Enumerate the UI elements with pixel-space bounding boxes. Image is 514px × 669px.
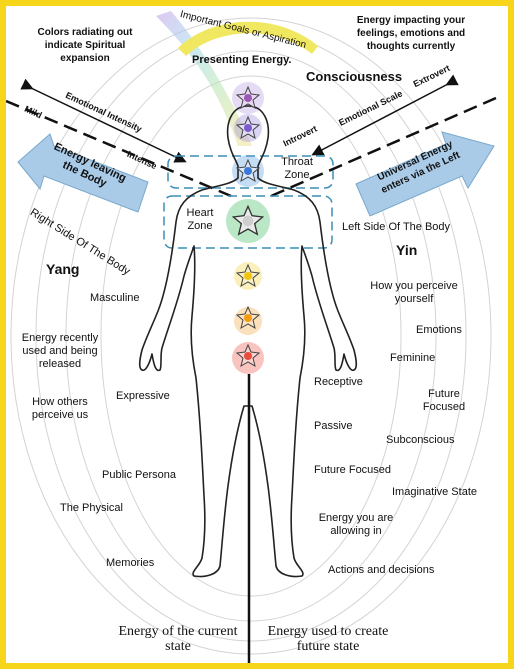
crown-chakra-icon bbox=[236, 86, 260, 110]
public-persona-label: Public Persona bbox=[102, 469, 176, 481]
emotional-intensity-arrow bbox=[20, 78, 187, 163]
masculine-label: Masculine bbox=[90, 292, 140, 304]
sacral-chakra-icon bbox=[236, 306, 260, 330]
receptive-label: Receptive bbox=[314, 376, 363, 388]
feminine-label: Feminine bbox=[390, 352, 436, 364]
how-others-label: How others perceive us bbox=[31, 396, 89, 421]
emotions-label: Emotions bbox=[416, 324, 462, 336]
energy-recently-label: Energy recently used and being released bbox=[21, 332, 99, 370]
subconscious-label: Subconscious bbox=[386, 434, 455, 446]
yang-label: Yang bbox=[46, 261, 80, 277]
energy-used-label: Energy used to create future state bbox=[267, 624, 389, 654]
rainbow-streak bbox=[156, 11, 252, 146]
energy-allowing-label: Energy you are allowing in bbox=[318, 512, 394, 537]
imaginative-state-label: Imaginative State bbox=[392, 486, 477, 498]
diagram-frame: Colors radiating out indicate Spiritual … bbox=[6, 6, 508, 663]
consciousness-label: Consciousness bbox=[306, 69, 403, 84]
future-focused-label-2: Future Focused bbox=[314, 464, 392, 476]
memories-label: Memories bbox=[106, 557, 155, 569]
colors-radiating-label: Colors radiating out indicate Spiritual … bbox=[37, 27, 133, 64]
heart-chakra-icon bbox=[232, 205, 264, 237]
throat-zone-box bbox=[167, 155, 334, 189]
energy-of-current-label: Energy of the current state bbox=[118, 624, 238, 654]
actions-decisions-label: Actions and decisions bbox=[328, 564, 435, 576]
energy-impacting-label: Energy impacting your feelings, emotions… bbox=[356, 15, 466, 52]
root-chakra-icon bbox=[236, 344, 260, 368]
presenting-energy-label: Presenting Energy. bbox=[192, 54, 292, 66]
the-physical-label: The Physical bbox=[60, 502, 123, 514]
throat-chakra-icon bbox=[236, 159, 260, 183]
solar-plexus-chakra-icon bbox=[236, 264, 260, 288]
energy-leaving-arrow bbox=[17, 133, 149, 213]
heart-zone-box bbox=[163, 195, 333, 249]
universal-energy-arrow bbox=[355, 131, 495, 217]
heart-zone-label: Heart Zone bbox=[186, 207, 214, 232]
passive-label: Passive bbox=[314, 420, 353, 432]
expressive-label: Expressive bbox=[116, 390, 170, 402]
left-side-label: Left Side Of The Body bbox=[342, 221, 451, 233]
throat-zone-label: Throat Zone bbox=[281, 156, 313, 181]
future-focused-label-1: Future Focused bbox=[422, 388, 466, 413]
aura-arcs bbox=[10, 17, 492, 655]
aspiration-banner bbox=[178, 21, 318, 57]
yin-label: Yin bbox=[396, 242, 418, 258]
third-eye-chakra-icon bbox=[236, 116, 260, 140]
how-you-perceive-label: How you perceive yourself bbox=[370, 280, 458, 305]
emotional-scale-arrow bbox=[311, 74, 459, 156]
